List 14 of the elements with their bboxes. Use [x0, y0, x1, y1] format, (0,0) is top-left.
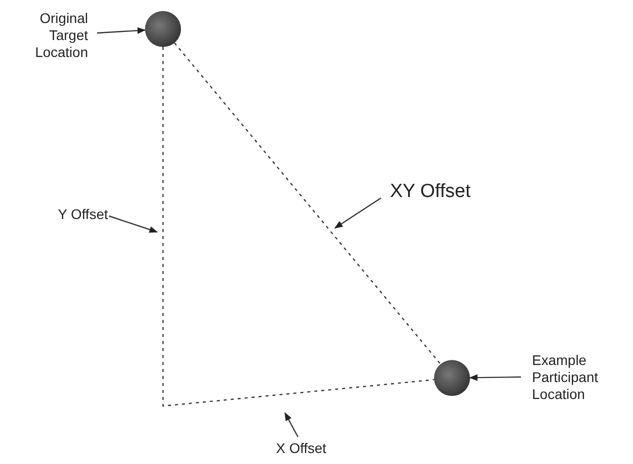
- offset-line: [162, 47, 434, 407]
- leader-arrow: [284, 412, 299, 438]
- leader-arrow: [334, 198, 382, 228]
- leader-arrow: [469, 374, 521, 381]
- callout-text: X Offset: [276, 440, 356, 457]
- offset-line: [174, 42, 441, 364]
- callout-text: XY Offset: [390, 181, 500, 203]
- callout-text: Y Offset: [30, 206, 108, 223]
- leader-arrow: [108, 215, 158, 233]
- location-dot: [145, 11, 181, 47]
- leader-arrow: [96, 27, 146, 34]
- location-dot: [434, 360, 470, 396]
- callout-text: Original Target Location: [8, 10, 88, 61]
- callout-text: Example Participant Location: [532, 352, 632, 403]
